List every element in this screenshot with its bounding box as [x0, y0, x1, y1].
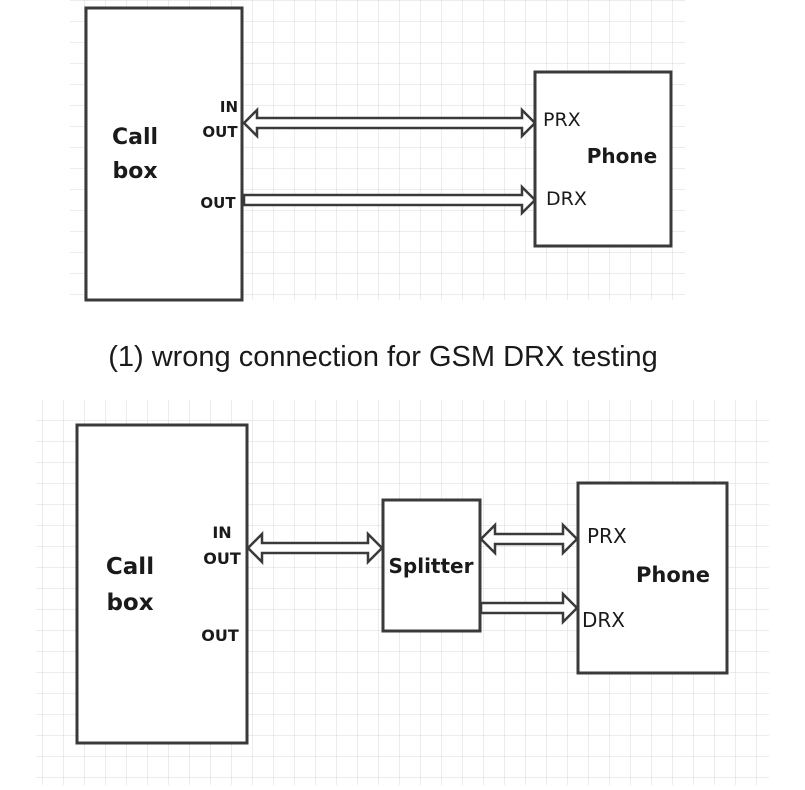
arrow-splitter-to-drx	[479, 590, 579, 626]
phone-1-port-drx: DRX	[546, 188, 587, 210]
phone-1-label: Phone	[587, 144, 657, 168]
phone-2	[576, 481, 729, 675]
callbox-2-port-out-bottom: OUT	[201, 626, 239, 645]
callbox-2-port-in: IN	[212, 523, 231, 542]
callbox-2-label-line1: Call	[106, 554, 154, 580]
callbox-2-label-line2: box	[106, 590, 153, 616]
diagram-2: Call box IN OUT OUT Splitter Phone PRX D…	[36, 400, 769, 785]
arrow-callbox-to-prx-1	[242, 106, 537, 140]
diagram-1-caption: (1) wrong connection for GSM DRX testing	[108, 341, 658, 373]
callbox-1-label-line2: box	[112, 159, 157, 184]
callbox-2	[75, 423, 249, 745]
callbox-1-label-line1: Call	[112, 125, 158, 150]
callbox-1	[84, 6, 244, 302]
diagram-1: Call box IN OUT OUT Phone PRX DRX	[70, 0, 685, 302]
splitter	[381, 498, 482, 633]
phone-2-label: Phone	[636, 563, 710, 587]
arrow-callbox-to-splitter	[246, 530, 384, 566]
phone-2-port-prx: PRX	[587, 524, 627, 548]
phone-1-port-prx: PRX	[543, 109, 581, 131]
callbox-1-port-out-bottom: OUT	[200, 194, 236, 212]
callbox-2-port-out-top: OUT	[203, 549, 241, 568]
arrow-splitter-to-prx	[479, 521, 579, 557]
callbox-1-port-in: IN	[220, 98, 238, 116]
phone-1	[533, 70, 673, 248]
callbox-1-port-out-top: OUT	[202, 123, 238, 141]
arrow-callbox-to-drx-1	[242, 183, 537, 217]
splitter-label: Splitter	[389, 554, 474, 578]
phone-2-port-drx: DRX	[582, 608, 625, 632]
